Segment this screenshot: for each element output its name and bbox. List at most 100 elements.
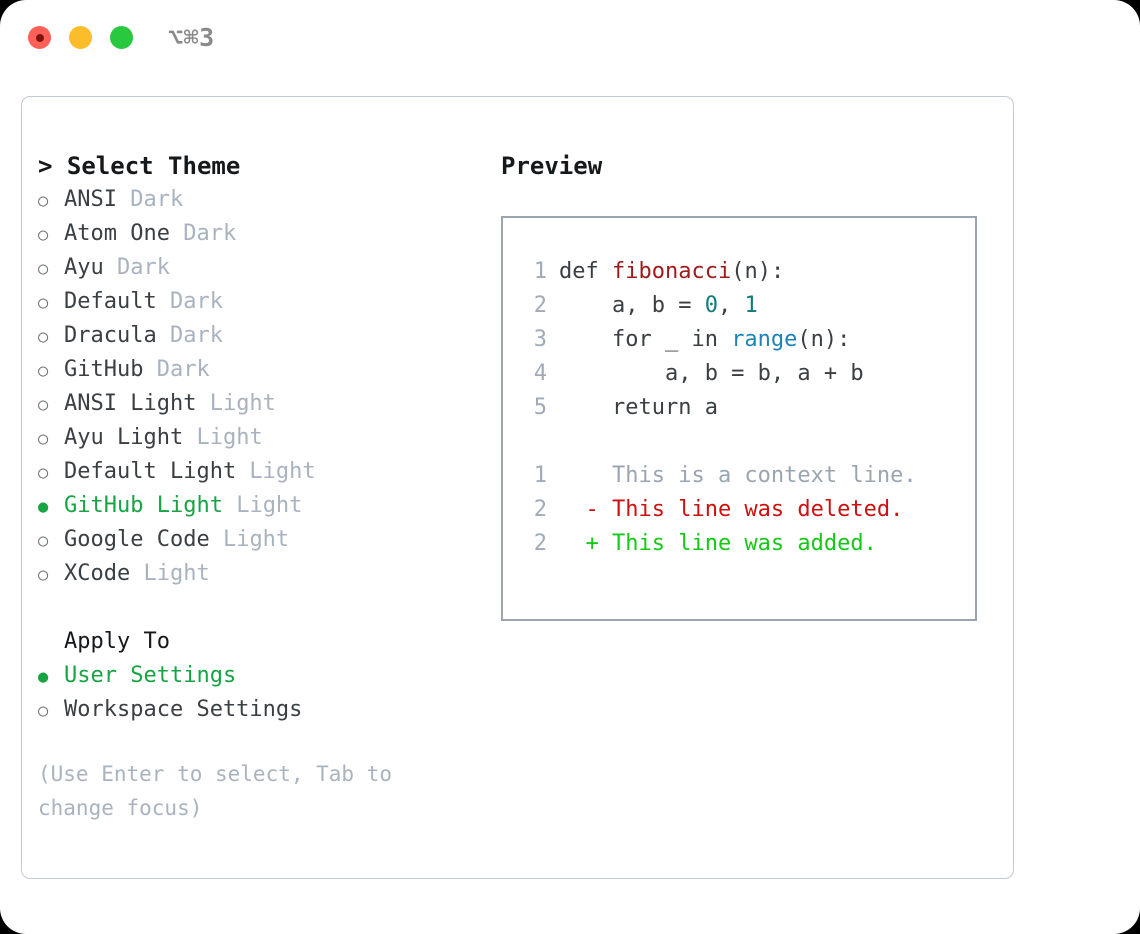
theme-option-label: ANSI [64,187,117,212]
theme-variant-tag: Dark [156,323,223,348]
theme-option-label: Ayu [64,255,104,280]
code-line: 4 a, b = b, a + b [503,357,975,391]
select-theme-heading: > Select Theme [38,152,241,180]
line-number: 1 [533,463,547,488]
theme-option-label: Google Code [64,527,210,552]
apply-to-option-workspace-settings[interactable]: ○ Workspace Settings [38,693,488,727]
code-token-plain: a, b = [559,293,705,318]
theme-option-google-code[interactable]: ○ Google Code Light [38,523,488,557]
theme-variant-tag: Light [209,527,290,552]
radio-unselected-icon: ○ [38,191,49,211]
diff-text: This is a context line. [559,463,917,488]
theme-variant-tag: Dark [116,187,184,212]
theme-option-github[interactable]: ○GitHub Dark [38,353,488,387]
radio-selected-icon: ● [38,667,49,687]
theme-option-ayu-light[interactable]: ○ Ayu Light Light [38,421,488,455]
code-token-call: range [731,327,798,352]
code-text: for _ in range(n): [559,323,850,357]
code-line: 5 return a [503,391,975,425]
apply-to-option-label: Workspace Settings [64,697,303,722]
theme-option-label: Default [64,289,157,314]
radio-unselected-icon: ○ [38,463,49,483]
code-text: a, b = b, a + b [559,357,864,391]
theme-option-github-light[interactable]: ● GitHub Light Light [38,489,488,523]
theme-variant-tag: Light [130,561,210,586]
code-token-plain: a, b = b, a + b [559,361,864,386]
code-token-plain: for _ in [559,327,732,352]
theme-option-label: XCode [64,561,131,586]
line-number: 3 [533,327,547,352]
diff-line-context: 1 This is a context line. [503,459,975,493]
code-token-plain: (n): [731,259,785,284]
code-token-num: 0 [704,293,718,318]
theme-option-atom-one[interactable]: ○Atom One Dark [38,217,488,251]
theme-option-label: Atom One [64,221,170,246]
theme-variant-tag: Light [236,459,316,484]
preview-heading: Preview [501,152,603,180]
apply-to-option-list[interactable]: ● User Settings ○ Workspace Settings [38,659,488,727]
line-number: 4 [533,361,547,386]
theme-variant-tag: Dark [103,255,170,280]
code-token-plain: , [717,293,745,318]
keyboard-shortcut-label: ⌥⌘3 [168,23,215,52]
theme-variant-tag: Dark [169,221,237,246]
theme-option-ansi[interactable]: ○ ANSI Dark [38,183,488,217]
theme-variant-tag: Light [222,493,303,518]
theme-option-default[interactable]: ○ Default Dark [38,285,488,319]
code-token-plain: return a [559,395,718,420]
theme-option-default-light[interactable]: ○ Default Light Light [38,455,488,489]
radio-unselected-icon: ○ [38,701,49,721]
radio-unselected-icon: ○ [38,327,49,347]
title-bar: ⌥⌘3 [0,0,1140,78]
diff-text: + This line was added. [559,531,877,556]
theme-option-dracula[interactable]: ○ Dracula Dark [38,319,488,353]
theme-option-label: GitHub Light [64,493,223,518]
line-number: 2 [533,497,547,522]
close-button[interactable] [28,26,51,49]
theme-variant-tag: Light [183,425,263,450]
apply-to-option-label: User Settings [64,663,237,688]
diff-line-added: 2 + This line was added. [503,527,975,561]
theme-option-label: Ayu Light [64,425,184,450]
theme-option-xcode[interactable]: ○ XCode Light [38,557,488,591]
theme-variant-tag: Dark [156,289,223,314]
code-text: return a [559,391,718,425]
theme-option-ansi-light[interactable]: ○ANSI Light Light [38,387,488,421]
radio-unselected-icon: ○ [38,429,49,449]
code-line: 3 for _ in range(n): [503,323,975,357]
theme-option-label: ANSI Light [64,391,197,416]
code-token-fn: fibonacci [611,259,732,284]
keyboard-hint: (Use Enter to select, Tab to change focu… [38,762,393,820]
line-number: 1 [533,259,547,284]
radio-selected-icon: ● [38,497,49,517]
code-text: a, b = 0, 1 [559,289,758,323]
theme-option-label: Default Light [64,459,237,484]
line-number: 2 [533,293,547,318]
diff-sample: 1 This is a context line. 2 - This line w… [503,459,975,561]
code-line: 2 a, b = 0, 1 [503,289,975,323]
radio-unselected-icon: ○ [38,293,49,313]
maximize-button[interactable] [110,26,133,49]
radio-unselected-icon: ○ [38,361,49,381]
window-controls [28,26,133,49]
radio-unselected-icon: ○ [38,565,49,585]
radio-unselected-icon: ○ [38,531,49,551]
theme-selector-dialog: > Select Theme ○ANSI Dark○Atom One Dark○… [21,96,1014,879]
code-text: def fibonacci(n): [559,255,784,289]
code-token-num: 1 [744,293,758,318]
theme-option-label: Dracula [64,323,157,348]
minimize-button[interactable] [69,26,92,49]
code-token-plain: (n): [797,327,851,352]
theme-variant-tag: Light [196,391,276,416]
code-token-plain: def [559,259,612,284]
theme-option-list[interactable]: ○ANSI Dark○Atom One Dark○Ayu Dark○Defaul… [38,183,488,591]
diff-text: - This line was deleted. [559,497,904,522]
apply-to-heading: Apply To [64,629,170,654]
theme-option-label: GitHub [64,357,144,382]
theme-option-ayu[interactable]: ○Ayu Dark [38,251,488,285]
apply-to-option-user-settings[interactable]: ● User Settings [38,659,488,693]
